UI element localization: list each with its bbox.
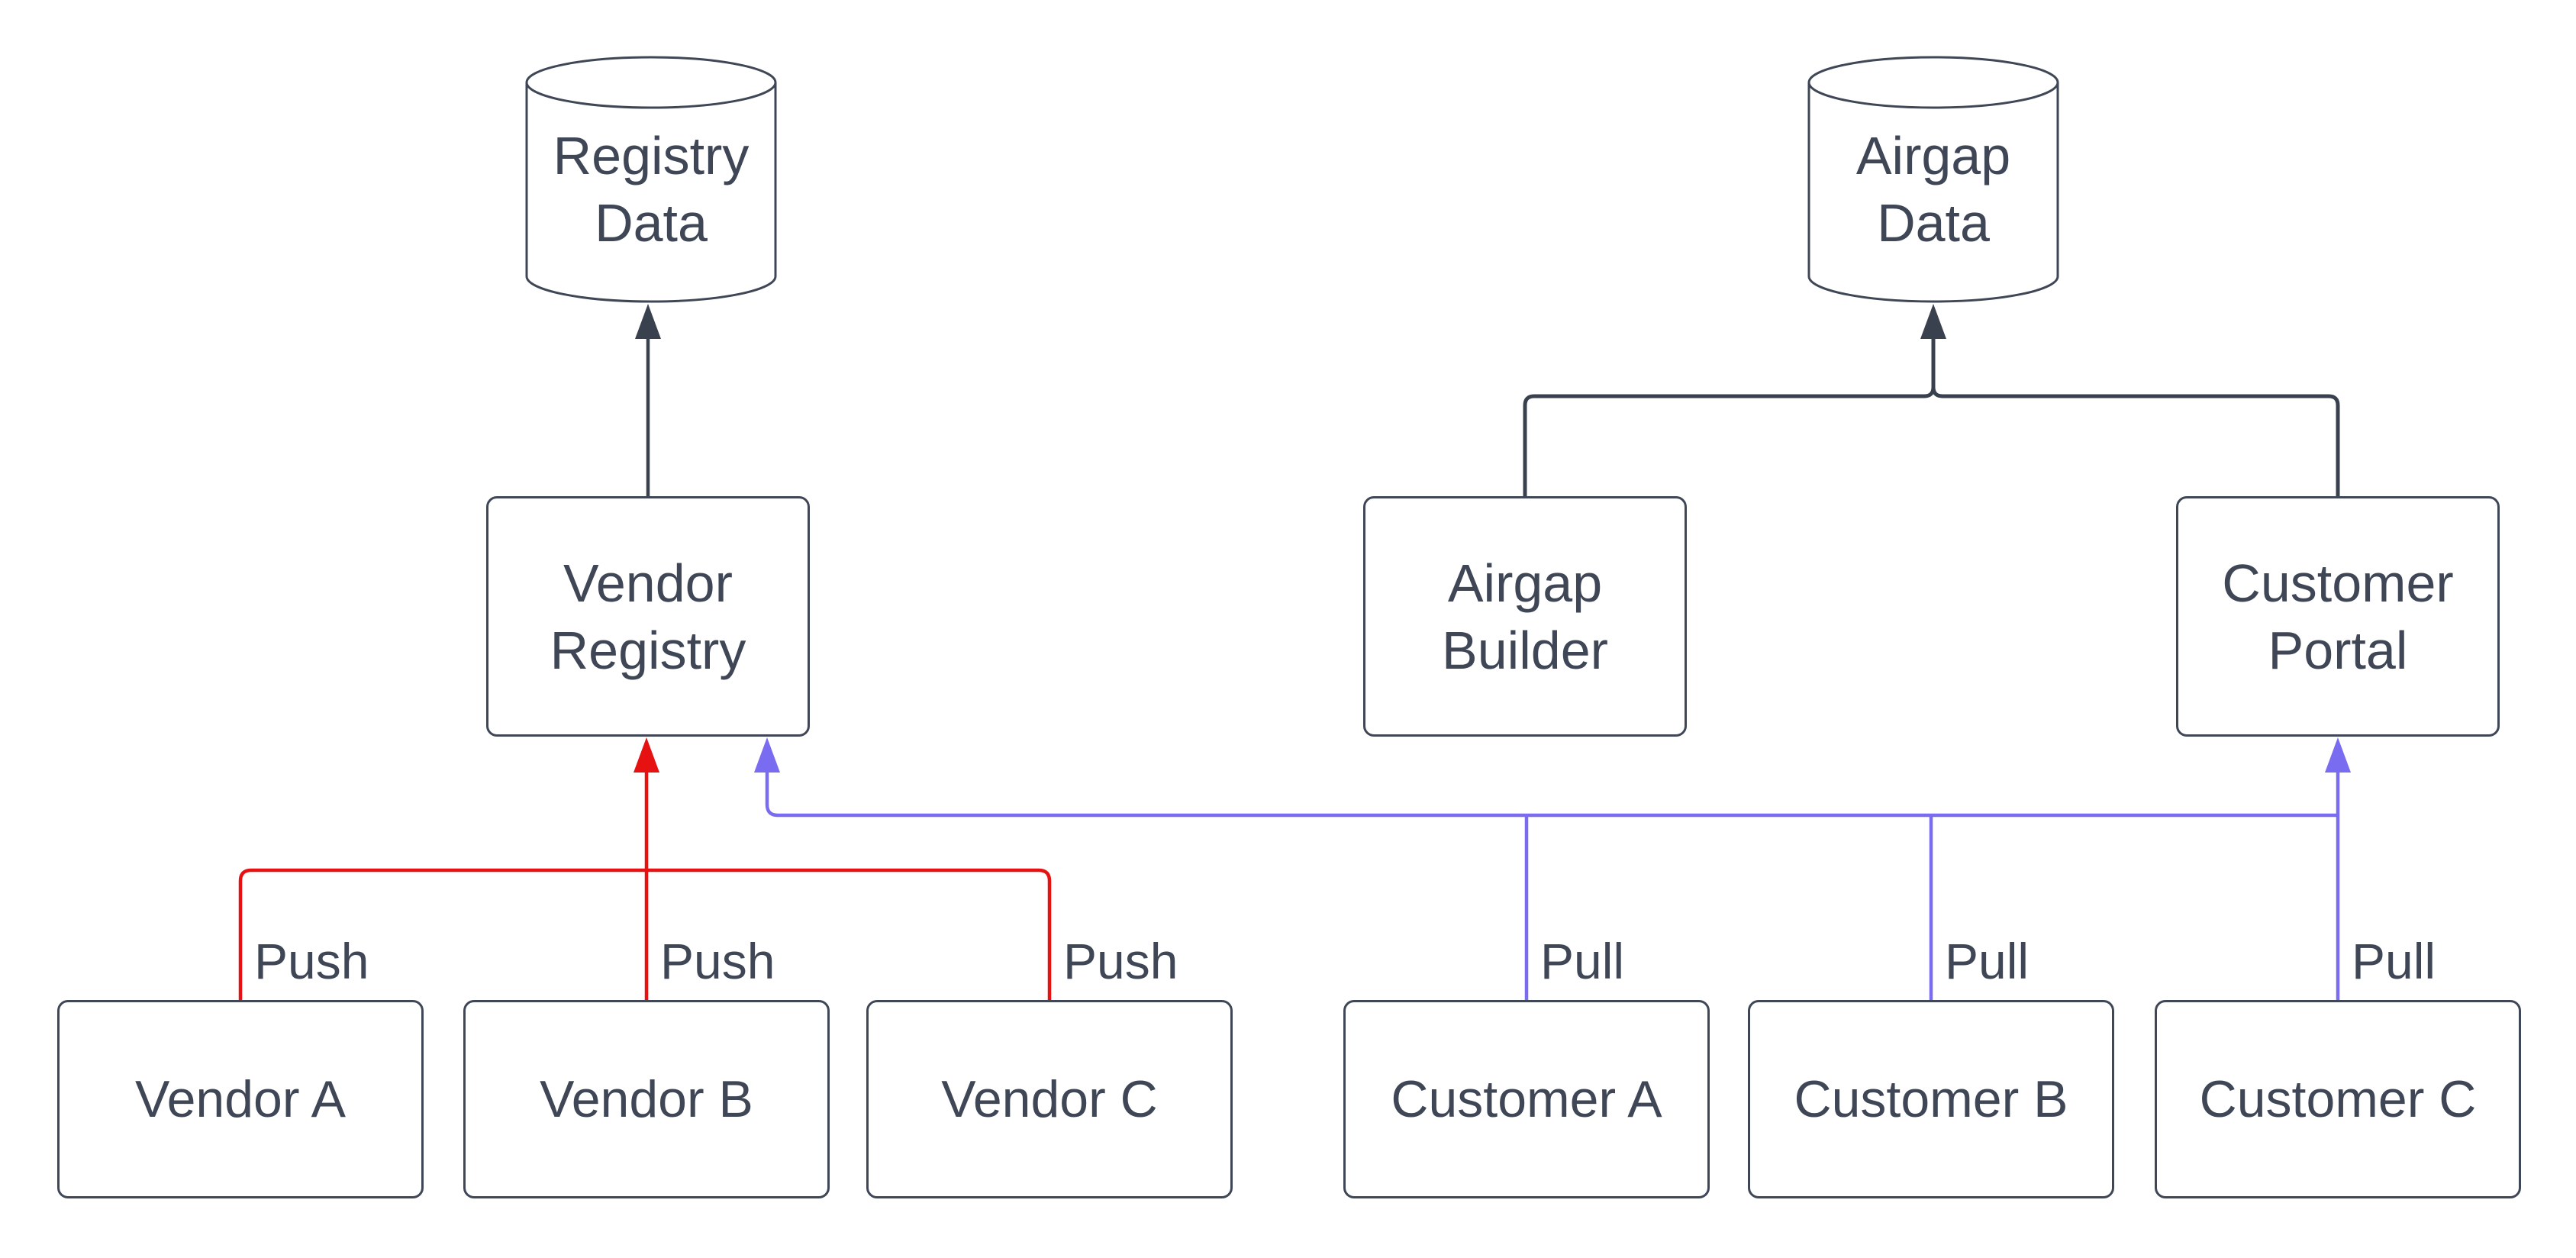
edge-pull-bus-to-vendor-registry [754, 737, 2338, 818]
registry-data-label: Registry Data [521, 122, 781, 256]
airgap-builder-label: Airgap Builder [1442, 550, 1608, 684]
edge-label-push-vendor-a: Push [254, 933, 369, 989]
airgap-builder-label-line2: Builder [1442, 620, 1608, 680]
edge-label-push-vendor-b: Push [660, 933, 775, 989]
edge-label-pull-customer-c: Pull [2352, 933, 2436, 989]
vendor-a-label: Vendor A [134, 1070, 347, 1128]
edge-label-pull-customer-a: Pull [1540, 933, 1625, 989]
arrowhead-pull-vendor-registry [754, 737, 780, 773]
node-customer-b: Customer B [1748, 1000, 2114, 1198]
node-customer-portal: Customer Portal [2176, 496, 2500, 737]
customer-a-label: Customer A [1391, 1070, 1662, 1128]
vendor-registry-label-line1: Vendor [563, 553, 733, 613]
arrowhead-push-vendor-registry [634, 737, 659, 773]
edge-label-push-vendor-c: Push [1063, 933, 1178, 989]
edge-airgap-builder-to-airgap-data [1523, 337, 1936, 496]
customer-c-label: Customer C [2199, 1070, 2477, 1128]
edge-label-pull-customer-b: Pull [1945, 933, 2030, 989]
customer-b-label: Customer B [1794, 1070, 2068, 1128]
arrowhead-registry-data [635, 304, 661, 339]
edge-customer-portal-to-airgap-data [1920, 304, 2340, 496]
node-airgap-builder: Airgap Builder [1363, 496, 1687, 737]
node-vendor-registry: Vendor Registry [486, 496, 810, 737]
vendor-registry-label-line2: Registry [550, 620, 746, 680]
node-vendor-b: Vendor B [463, 1000, 830, 1198]
airgap-data-label: Airgap Data [1804, 122, 2063, 256]
vendor-b-label: Vendor B [540, 1070, 753, 1128]
customer-portal-label-line2: Portal [2268, 620, 2408, 680]
node-vendor-a: Vendor A [57, 1000, 424, 1198]
edge-vendor-b-to-vendor-registry [634, 737, 659, 1000]
edge-customer-c-to-customer-portal [2325, 737, 2351, 1000]
airgap-builder-label-line1: Airgap [1447, 553, 1603, 613]
node-vendor-c: Vendor C [866, 1000, 1233, 1198]
arrowhead-airgap-data [1920, 304, 1946, 339]
customer-portal-label: Customer Portal [2222, 550, 2453, 684]
registry-data-label-line2: Data [595, 193, 708, 253]
node-customer-a: Customer A [1343, 1000, 1710, 1198]
edge-vendor-registry-to-registry-data [635, 304, 661, 496]
node-customer-c: Customer C [2155, 1000, 2521, 1198]
registry-data-label-line1: Registry [553, 126, 750, 185]
arrowhead-pull-customer-portal [2325, 737, 2351, 773]
vendor-registry-label: Vendor Registry [550, 550, 746, 684]
airgap-data-label-line1: Airgap [1855, 126, 2011, 185]
airgap-data-label-line2: Data [1877, 193, 1990, 253]
vendor-c-label: Vendor C [941, 1070, 1158, 1128]
customer-portal-label-line1: Customer [2222, 553, 2454, 613]
